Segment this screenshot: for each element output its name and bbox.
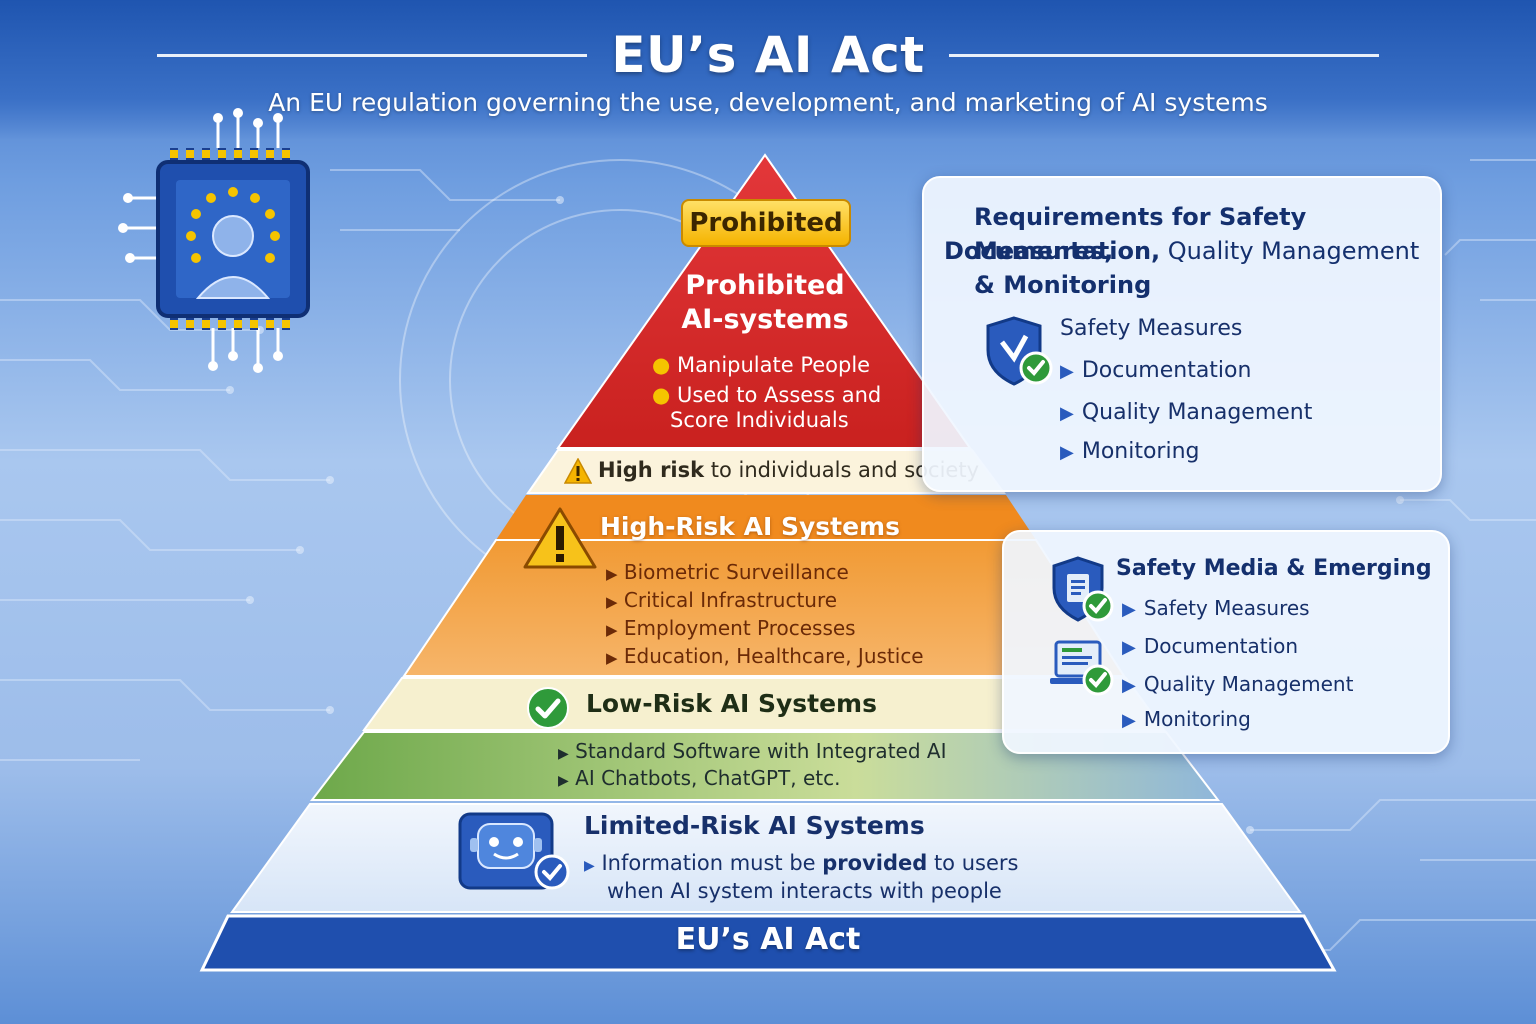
safety-media-item-label: Safety Measures <box>1143 596 1310 620</box>
limited-risk-item-bold: provided <box>822 851 928 875</box>
arrow-right-icon: ▶ <box>1060 403 1074 424</box>
warning-icon <box>564 458 592 484</box>
bullet-dot-icon: ● <box>652 383 671 407</box>
requirements-item-label: Documentation <box>1081 358 1252 383</box>
safety-media-item-3: ▶ Quality Management <box>1122 672 1353 696</box>
requirements-panel: Requirements for Safety Measures, Docume… <box>922 176 1442 492</box>
shield-check-icon <box>986 316 1053 386</box>
requirements-item-label: Monitoring <box>1081 439 1200 464</box>
requirements-item-1: Safety Measures <box>1060 316 1243 341</box>
prohibited-title-line1: Prohibited <box>685 270 845 301</box>
arrow-right-icon: ▶ <box>1122 675 1136 696</box>
low-risk-item-2: ▶ AI Chatbots, ChatGPT, etc. <box>558 766 840 790</box>
safety-media-item-label: Quality Management <box>1143 672 1354 696</box>
prohibited-item-label: Manipulate People <box>677 353 871 377</box>
arrow-right-icon: ▶ <box>1060 361 1074 382</box>
safety-media-title: Safety Media & Emerging <box>1116 556 1432 581</box>
requirements-item-3: ▶ Quality Management <box>1060 400 1312 425</box>
safety-media-item-label: Monitoring <box>1143 707 1251 731</box>
prohibited-title-line2: AI-systems <box>681 304 849 335</box>
warning-icon <box>523 507 597 569</box>
safety-media-item-2: ▶ Documentation <box>1122 634 1298 658</box>
pyramid-base-bar <box>199 914 1337 972</box>
tier-prohibited <box>556 153 972 449</box>
high-risk-item-3: ▶ Employment Processes <box>606 616 856 640</box>
high-risk-item-1: ▶ Biometric Surveillance <box>606 560 849 584</box>
high-risk-item-2: ▶ Critical Infrastructure <box>606 588 837 612</box>
prohibited-item-1: ● Manipulate People <box>652 353 870 377</box>
page-title: EU’s AI Act <box>611 26 925 84</box>
page-subtitle: An EU regulation governing the use, deve… <box>268 88 1268 117</box>
safety-media-item-1: ▶ Safety Measures <box>1122 596 1310 620</box>
requirements-item-label: Quality Management <box>1081 400 1313 425</box>
limited-risk-title: Limited-Risk AI Systems <box>584 811 925 840</box>
arrow-right-icon: ▶ <box>558 746 569 762</box>
bullet-dot-icon: ● <box>652 353 671 377</box>
arrow-right-icon: ▶ <box>558 773 569 789</box>
safety-media-item-label: Documentation <box>1143 634 1299 658</box>
low-risk-item-1: ▶ Standard Software with Integrated AI <box>558 739 946 763</box>
prohibited-badge: Prohibited <box>681 199 851 247</box>
prohibited-item-2-cont: Score Individuals <box>670 408 849 432</box>
high-risk-item-4: ▶ Education, Healthcare, Justice <box>606 644 924 668</box>
low-risk-title: Low-Risk AI Systems <box>586 689 877 718</box>
title-rule-left <box>157 53 588 57</box>
arrow-right-icon: ▶ <box>606 593 618 611</box>
arrow-right-icon: ▶ <box>584 858 595 874</box>
requirements-item-4: ▶ Monitoring <box>1060 439 1200 464</box>
requirements-title-line3: & Monitoring <box>974 271 1152 299</box>
tier-high-risk <box>496 495 1036 540</box>
arrow-right-icon: ▶ <box>1122 710 1136 731</box>
low-risk-item-label: AI Chatbots, ChatGPT, etc. <box>575 766 841 790</box>
safety-media-item-4: ▶ Monitoring <box>1122 707 1251 731</box>
header-band <box>0 0 1536 140</box>
high-risk-item-label: Education, Healthcare, Justice <box>623 644 924 668</box>
high-risk-item-label: Critical Infrastructure <box>623 588 838 612</box>
limited-risk-item-regular: Information must be <box>601 851 823 875</box>
tier-low-risk-body <box>309 731 1221 801</box>
high-risk-title: High-Risk AI Systems <box>600 512 900 541</box>
limited-risk-item-line1: ▶ Information must be provided to users <box>584 851 1018 875</box>
eu-chip-icon <box>118 108 310 373</box>
title-row: EU’s AI Act <box>0 20 1536 90</box>
high-risk-item-label: Biometric Surveillance <box>623 560 849 584</box>
requirements-title-line2: Documentation, Quality Management <box>944 234 1419 268</box>
high-risk-note-bold: High risk <box>598 458 705 482</box>
title-rule-right <box>948 53 1379 57</box>
arrow-right-icon: ▶ <box>1122 637 1136 658</box>
requirements-title-bold: Documentation, <box>944 237 1161 265</box>
requirements-title-line1: Requirements for Safety Measures, <box>974 203 1307 265</box>
high-risk-item-label: Employment Processes <box>623 616 856 640</box>
tier-high-risk-note-band <box>526 449 1006 494</box>
safety-media-panel: Safety Media & Emerging ▶ Safety Measures… <box>1002 530 1450 754</box>
limited-risk-item-line2: when AI system interacts with people <box>607 879 1002 903</box>
prohibited-item-label: Used to Assess and <box>677 383 882 407</box>
arrow-right-icon: ▶ <box>1060 442 1074 463</box>
pyramid-base-label: EU’s AI Act <box>675 922 861 957</box>
arrow-right-icon: ▶ <box>606 649 618 667</box>
arrow-right-icon: ▶ <box>606 565 618 583</box>
arrow-right-icon: ▶ <box>606 621 618 639</box>
shield-check-icon <box>1052 556 1114 622</box>
laptop-check-icon <box>1050 640 1114 696</box>
requirements-title-rest: Quality Management <box>1160 237 1420 265</box>
robot-icon <box>458 812 570 890</box>
limited-risk-item-end: to users <box>927 851 1019 875</box>
requirements-item-2: ▶ Documentation <box>1060 358 1251 383</box>
low-risk-item-label: Standard Software with Integrated AI <box>575 739 947 763</box>
check-circle-icon <box>527 687 569 729</box>
arrow-right-icon: ▶ <box>1122 599 1136 620</box>
prohibited-item-2: ● Used to Assess and <box>652 383 881 407</box>
